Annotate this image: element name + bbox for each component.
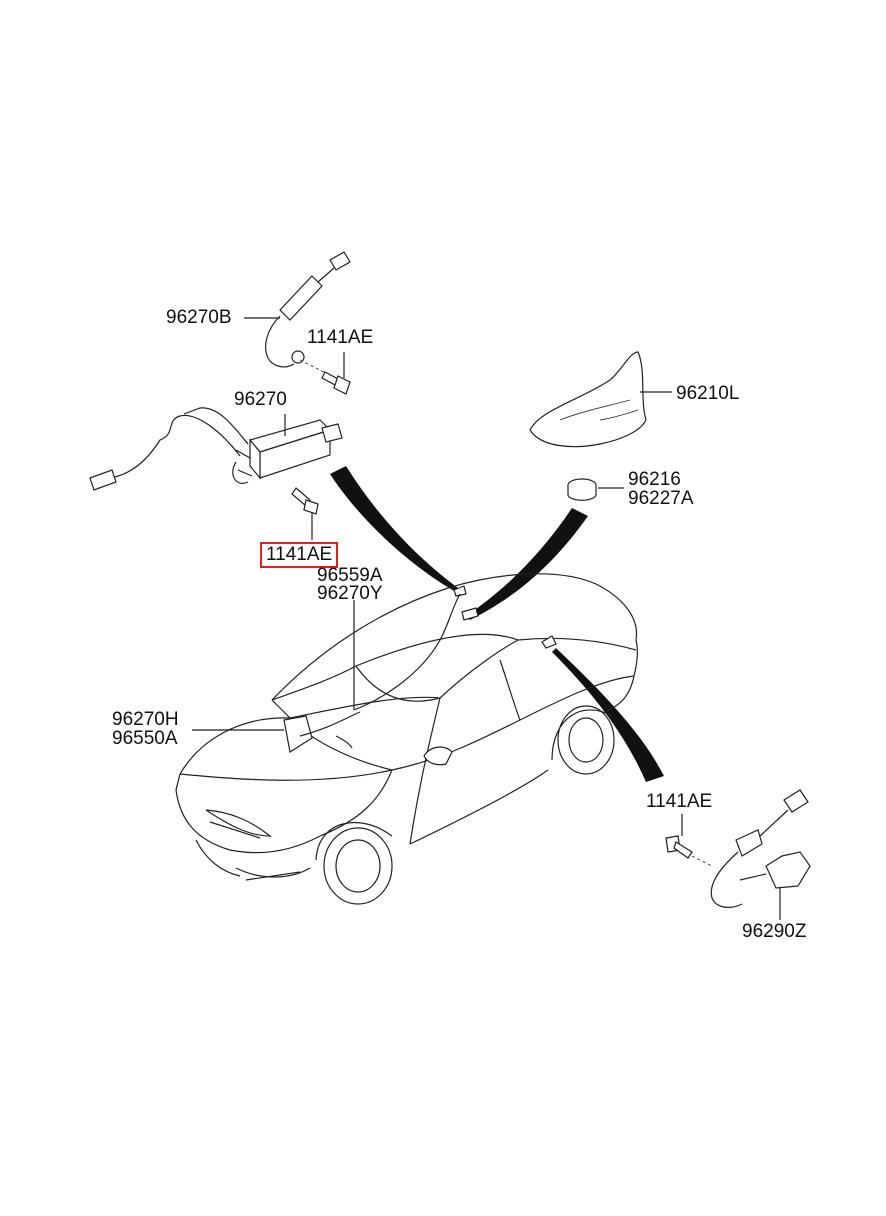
label-96270H[interactable]: 96270H — [112, 709, 179, 730]
label-1141AE-right[interactable]: 1141AE — [646, 791, 713, 812]
grommet-96216[interactable] — [567, 478, 624, 501]
label-96210L[interactable]: 96210L — [676, 383, 740, 404]
label-96270[interactable]: 96270 — [234, 389, 287, 410]
glass-antenna-96270H[interactable] — [192, 711, 361, 753]
cable-96559A[interactable] — [353, 593, 461, 711]
label-96270B[interactable]: 96270B — [166, 307, 232, 328]
bolt-1141AE-top[interactable] — [299, 352, 351, 395]
pointer-arrow-center — [466, 508, 588, 620]
label-96550A[interactable]: 96550A — [112, 728, 178, 749]
bolt-1141AE-right[interactable] — [665, 814, 713, 867]
bolt-1141AE-selected[interactable] — [291, 487, 319, 540]
pointer-arrow-right — [552, 648, 664, 782]
label-96227A[interactable]: 96227A — [628, 488, 694, 509]
antenna-cable-96290Z[interactable] — [710, 789, 811, 920]
car-outline — [175, 573, 638, 905]
label-96270Y[interactable]: 96270Y — [317, 583, 383, 604]
antenna-cable-96270B[interactable] — [244, 251, 351, 368]
label-1141AE-top[interactable]: 1141AE — [307, 327, 374, 348]
label-1141AE-selected[interactable]: 1141AE — [260, 542, 339, 568]
label-96290Z[interactable]: 96290Z — [742, 921, 807, 942]
label-96216[interactable]: 96216 — [628, 469, 681, 490]
shark-fin-antenna-96210L[interactable] — [529, 351, 672, 448]
pointer-arrow-left — [330, 466, 458, 592]
antenna-amplifier-96270[interactable] — [89, 407, 343, 491]
label-96559A[interactable]: 96559A — [317, 565, 383, 586]
